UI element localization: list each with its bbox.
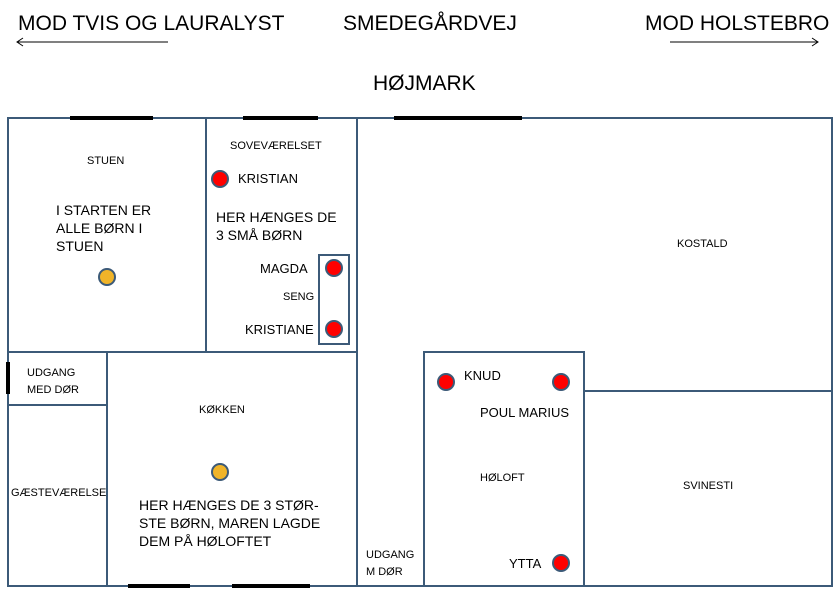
marker-kristiane-red: [325, 320, 343, 338]
marker-poul-marius-red: [552, 373, 570, 391]
street-name-label: SMEDEGÅRDVEJ: [343, 12, 517, 35]
arrow-right-icon: [670, 37, 819, 47]
wall-holoft-top: [423, 351, 585, 353]
marker-magda-red: [325, 259, 343, 277]
person-label-poul-marius: POUL MARIUS: [480, 405, 570, 420]
marker-kristian-red: [211, 170, 229, 188]
note-sovevaerelset: HER HÆNGES DE 3 SMÅ BØRN: [216, 209, 337, 243]
note-stuen: I STARTEN ER ALLE BØRN I STUEN: [56, 202, 152, 254]
room-label-kostald: KOSTALD: [677, 238, 728, 250]
direction-left-label: MOD TVIS OG LAURALYST: [18, 12, 285, 35]
marker-knud-red: [437, 373, 455, 391]
person-label-magda: MAGDA: [260, 261, 308, 276]
wall-kokken-left: [106, 351, 108, 587]
wall-stuen-sovevaerelset: [205, 117, 207, 353]
room-label-seng: SENG: [283, 291, 315, 303]
arrow-left-icon: [16, 37, 168, 47]
person-label-knud: KNUD: [464, 368, 501, 383]
room-label-gaestevaerelse: GÆSTEVÆRELSE: [11, 487, 107, 499]
farm-name-label: HØJMARK: [373, 72, 476, 95]
bed: [318, 254, 350, 345]
door-udgang: [6, 362, 10, 394]
wall-kostald-svinesti: [583, 390, 833, 392]
marker-ytta-red: [552, 554, 570, 572]
wall-holoft-right: [583, 351, 585, 587]
room-label-svinesti: SVINESTI: [683, 480, 734, 492]
person-label-kristian: KRISTIAN: [238, 171, 298, 186]
room-label-udgang-med-dor: UDGANG MED DØR: [27, 367, 79, 396]
wall-udgang-bottom: [7, 404, 108, 406]
wall-outer-right: [831, 117, 833, 587]
marker-stuen-yellow: [98, 268, 116, 286]
person-label-kristiane: KRISTIANE: [245, 322, 314, 337]
room-label-sovevaerelset: SOVEVÆRELSET: [230, 140, 322, 152]
direction-right-label: MOD HOLSTEBRO: [645, 12, 830, 35]
window-kokken-right: [232, 584, 310, 588]
room-label-holoft: HØLOFT: [480, 472, 525, 484]
window-sovevaerelset: [243, 116, 318, 120]
wall-outer-bottom: [7, 585, 833, 587]
window-stuen: [70, 116, 153, 120]
window-kokken-left: [128, 584, 190, 588]
room-label-udgang-m-dor: UDGANG M DØR: [366, 549, 415, 578]
wall-holoft-left: [423, 351, 425, 587]
person-label-ytta: YTTA: [509, 556, 542, 571]
marker-kokken-yellow: [211, 463, 229, 481]
note-kokken: HER HÆNGES DE 3 STØR- STE BØRN, MAREN LA…: [139, 497, 321, 549]
room-label-stuen: STUEN: [87, 155, 125, 167]
door-kostald: [394, 116, 522, 120]
wall-horizontal-mid: [7, 351, 358, 353]
room-label-kokken: KØKKEN: [199, 404, 245, 416]
